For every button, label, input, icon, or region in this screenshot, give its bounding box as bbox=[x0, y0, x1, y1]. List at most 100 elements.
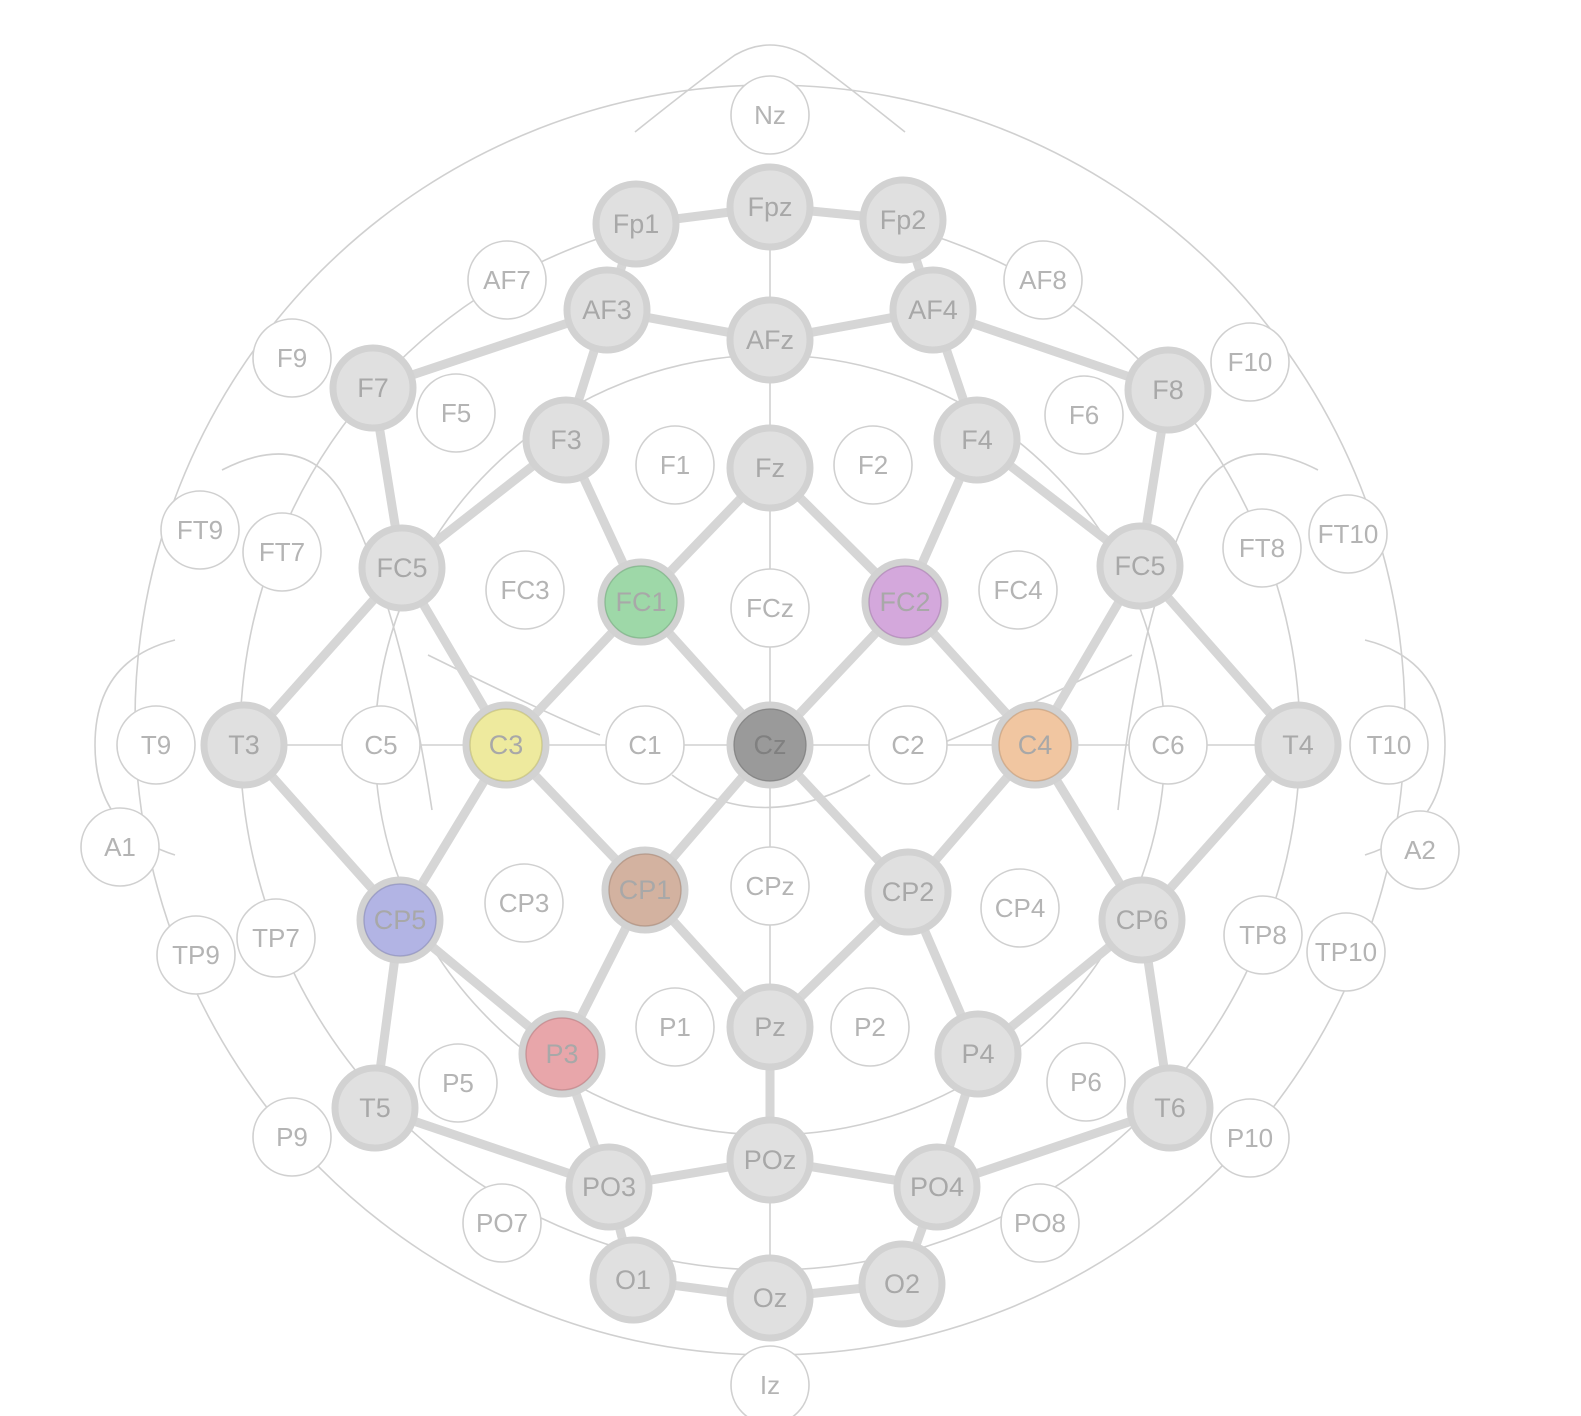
electrode-p2: P2 bbox=[830, 987, 910, 1067]
electrode-c3: C3 bbox=[462, 701, 550, 789]
electrode-label: TP9 bbox=[172, 940, 220, 970]
electrode-fc1: FC1 bbox=[597, 558, 685, 646]
electrode-label: AF8 bbox=[1019, 265, 1067, 295]
electrode-f6: F6 bbox=[1044, 375, 1124, 455]
electrode-label: F2 bbox=[858, 450, 888, 480]
electrode-label: AF7 bbox=[483, 265, 531, 295]
electrode-label: Oz bbox=[753, 1283, 788, 1313]
electrode-circle bbox=[730, 75, 810, 155]
electrode-circle bbox=[864, 848, 952, 936]
electrode-fc3: FC3 bbox=[485, 550, 565, 630]
electrode-circle bbox=[933, 396, 1021, 484]
electrode-circle bbox=[160, 490, 240, 570]
electrode-circle bbox=[1003, 240, 1083, 320]
electrode-label: Cz bbox=[754, 730, 787, 760]
electrode-tp9: TP9 bbox=[156, 915, 236, 995]
electrode-label: TP7 bbox=[252, 923, 300, 953]
electrode-p3: P3 bbox=[518, 1010, 606, 1098]
electrode-circle bbox=[730, 846, 810, 926]
electrode-cp3: CP3 bbox=[484, 863, 564, 943]
electrode-label: Fp2 bbox=[880, 205, 927, 235]
electrode-a1: A1 bbox=[80, 807, 160, 887]
electrode-label: F5 bbox=[441, 398, 471, 428]
electrode-label: TP8 bbox=[1239, 920, 1287, 950]
left-temporal-arc bbox=[221, 453, 433, 811]
electrode-label: Pz bbox=[754, 1012, 786, 1042]
electrode-circle bbox=[1254, 701, 1342, 789]
electrode-label: P9 bbox=[276, 1122, 308, 1152]
electrode-c5: C5 bbox=[341, 705, 421, 785]
electrode-pz: Pz bbox=[726, 983, 814, 1071]
electrode-circle bbox=[991, 701, 1079, 789]
electrode-fp2: Fp2 bbox=[859, 176, 947, 264]
electrode-label: T3 bbox=[228, 730, 260, 760]
electrode-cp5: CP5 bbox=[356, 876, 444, 964]
electrode-label: Fpz bbox=[747, 192, 792, 222]
electrode-circle bbox=[1308, 494, 1388, 574]
electrode-label: T10 bbox=[1367, 730, 1412, 760]
electrode-circle bbox=[726, 424, 814, 512]
electrode-poz: POz bbox=[726, 1116, 814, 1204]
electrode-circle bbox=[1210, 1098, 1290, 1178]
electrode-inner-ring bbox=[363, 883, 437, 957]
electrode-circle bbox=[861, 558, 949, 646]
electrode-label: F9 bbox=[277, 343, 307, 373]
electrode-label: FC1 bbox=[615, 587, 666, 617]
electrode-label: A1 bbox=[104, 832, 136, 862]
electrode-circle bbox=[341, 705, 421, 785]
electrode-circle bbox=[462, 701, 550, 789]
electrode-circle bbox=[635, 987, 715, 1067]
electrode-circle bbox=[1000, 1183, 1080, 1263]
electrode-circle bbox=[726, 1254, 814, 1342]
electrode-c6: C6 bbox=[1128, 705, 1208, 785]
electrode-circle bbox=[1098, 876, 1186, 964]
electrode-circle bbox=[242, 512, 322, 592]
electrode-circle bbox=[1380, 810, 1460, 890]
electrode-label: F6 bbox=[1069, 400, 1099, 430]
electrode-fcz: FCz bbox=[730, 568, 810, 648]
electrode-circle bbox=[1128, 705, 1208, 785]
electrode-circle bbox=[485, 550, 565, 630]
electrode-circle bbox=[833, 425, 913, 505]
electrode-fc5l: FC5 bbox=[358, 524, 446, 612]
electrode-af8: AF8 bbox=[1003, 240, 1083, 320]
electrode-label: O2 bbox=[884, 1269, 920, 1299]
electrode-f10: F10 bbox=[1210, 322, 1290, 402]
electrode-p5: P5 bbox=[418, 1043, 498, 1123]
right-temporal-arc bbox=[1117, 453, 1319, 811]
electrode-tp7: TP7 bbox=[236, 898, 316, 978]
electrode-label: CP1 bbox=[619, 875, 672, 905]
electrode-p1: P1 bbox=[635, 987, 715, 1067]
electrode-label: T5 bbox=[359, 1093, 391, 1123]
electrode-circle bbox=[563, 266, 651, 354]
electrode-p9: P9 bbox=[252, 1097, 332, 1177]
electrode-po8: PO8 bbox=[1000, 1183, 1080, 1263]
electrode-circle bbox=[858, 1240, 946, 1328]
electrode-label: POz bbox=[744, 1145, 797, 1175]
electrode-circle bbox=[462, 1183, 542, 1263]
electrode-cp1: CP1 bbox=[601, 846, 689, 934]
electrode-circle bbox=[518, 1010, 606, 1098]
electrode-ft7: FT7 bbox=[242, 512, 322, 592]
electrode-fpz: Fpz bbox=[726, 163, 814, 251]
electrode-label: C5 bbox=[364, 730, 397, 760]
electrode-label: F7 bbox=[357, 373, 389, 403]
electrode-label: CP3 bbox=[499, 888, 550, 918]
electrode-p4: P4 bbox=[934, 1010, 1022, 1098]
electrode-fp1: Fp1 bbox=[592, 180, 680, 268]
electrode-label: O1 bbox=[615, 1265, 651, 1295]
electrode-label: T4 bbox=[1282, 730, 1314, 760]
electrode-circle bbox=[730, 1345, 810, 1416]
electrode-label: C4 bbox=[1018, 730, 1053, 760]
electrode-label: FC5 bbox=[376, 553, 427, 583]
electrode-circle bbox=[889, 266, 977, 354]
electrode-circle bbox=[156, 915, 236, 995]
electrode-t4: T4 bbox=[1254, 701, 1342, 789]
electrode-tp8: TP8 bbox=[1223, 895, 1303, 975]
electrode-circle bbox=[116, 705, 196, 785]
electrode-label: C1 bbox=[628, 730, 661, 760]
electrode-label: F4 bbox=[961, 425, 993, 455]
electrode-circle bbox=[358, 524, 446, 612]
electrode-circle bbox=[730, 568, 810, 648]
electrode-label: PO7 bbox=[476, 1208, 528, 1238]
